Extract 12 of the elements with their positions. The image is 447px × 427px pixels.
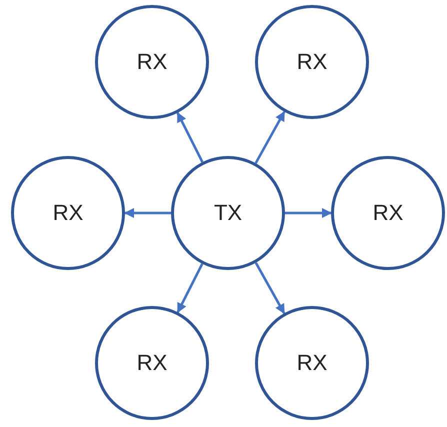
node-label: RX xyxy=(296,49,328,75)
arrow xyxy=(254,262,286,314)
arrow xyxy=(254,110,286,164)
node-label: RX xyxy=(372,200,404,226)
arrow xyxy=(285,208,332,218)
node-label: RX xyxy=(296,350,328,376)
arrow xyxy=(176,112,204,163)
node-label: TX xyxy=(214,200,242,226)
arrow xyxy=(124,208,171,218)
node-label: RX xyxy=(52,200,84,226)
node-label: RX xyxy=(136,49,168,75)
node-label: RX xyxy=(136,350,168,376)
